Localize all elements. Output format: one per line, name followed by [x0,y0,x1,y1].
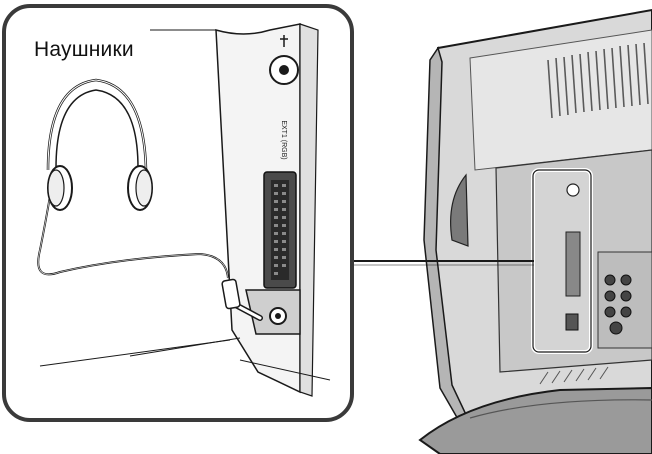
highlighted-side-panel [533,170,591,352]
headphones-label: Наушники [34,38,134,62]
mini-antenna-jack [567,184,579,196]
scart-port-label: EXT1 (RGB) [280,120,287,159]
mini-headphone-port [566,314,578,330]
tv-rear-view [420,10,652,454]
mini-scart-port [566,232,580,296]
